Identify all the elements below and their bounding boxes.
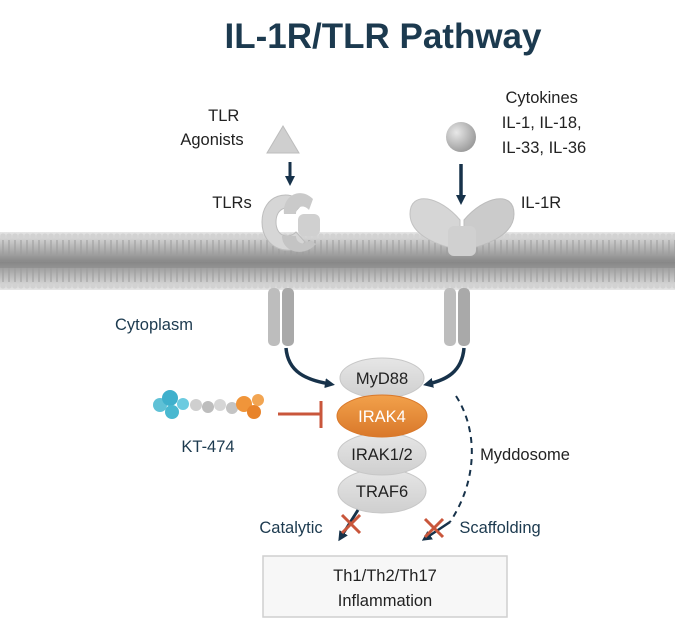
outcome-box: Th1/Th2/Th17 Inflammation <box>262 555 508 618</box>
il1r-receptor-icon <box>409 198 515 256</box>
scaffolding-label: Scaffolding <box>459 519 540 537</box>
catalytic-label: Catalytic <box>259 519 322 537</box>
myd88-label: MyD88 <box>356 370 408 388</box>
myddosome-label: Myddosome <box>480 446 570 464</box>
tlr-to-myd88-arrow <box>284 347 335 389</box>
kt474-molecule-icon <box>153 390 264 419</box>
irak12-label: IRAK1/2 <box>351 446 412 464</box>
outcome-line2: Inflammation <box>338 592 432 610</box>
tlr-receptor-icon <box>261 193 320 252</box>
myddosome-stack: MyD88 IRAK4 IRAK1/2 TRAF6 <box>336 357 428 514</box>
kt474-label: KT-474 <box>181 438 234 456</box>
cytokines-label: Cytokines IL-1, IL-18, IL-33, IL-36 <box>502 89 586 157</box>
tlrs-label: TLRs <box>212 194 251 212</box>
tlr-agonists-label: TLR Agonists <box>180 107 244 149</box>
scaffolding-block-icon <box>423 517 445 539</box>
outcome-line1: Th1/Th2/Th17 <box>333 567 437 585</box>
cytokine-icon <box>446 122 476 152</box>
irak4-label: IRAK4 <box>358 408 406 426</box>
kt474-inhibition-icon <box>278 401 323 428</box>
il1r-to-myd88-arrow <box>423 347 466 388</box>
irak4-node <box>336 394 428 438</box>
traf6-label: TRAF6 <box>356 483 408 501</box>
cytoplasm-label: Cytoplasm <box>115 316 193 334</box>
tlr-transmembrane-stalk <box>268 288 294 346</box>
cell-membrane <box>0 232 675 290</box>
il1r-label: IL-1R <box>521 194 561 212</box>
page-title: IL-1R/TLR Pathway <box>225 17 543 56</box>
catalytic-block-icon <box>340 513 362 535</box>
il1r-transmembrane-stalk <box>444 288 470 346</box>
myddosome-dashed-arc <box>449 395 473 523</box>
tlr-agonist-icon <box>266 125 300 154</box>
